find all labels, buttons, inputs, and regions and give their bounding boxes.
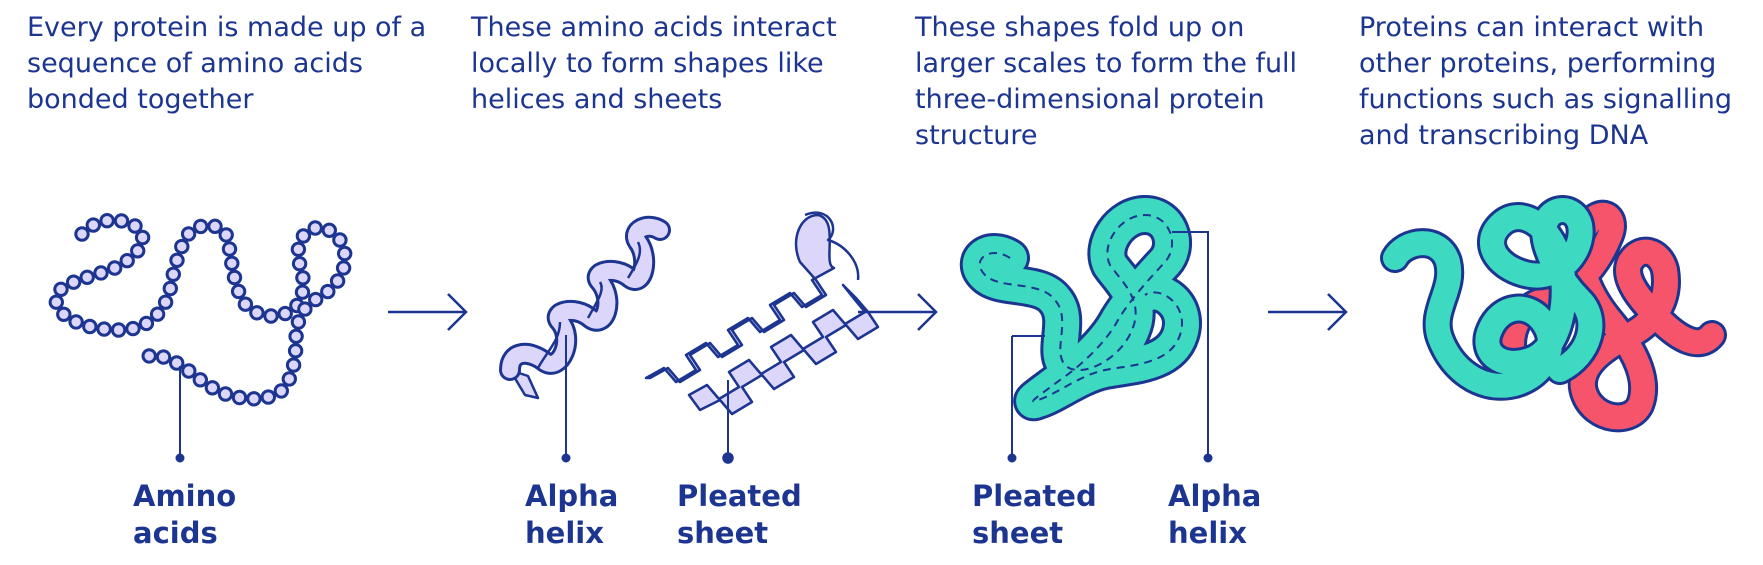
amino-acid-bead (297, 301, 313, 317)
amino-acid-bead (169, 252, 185, 268)
caption-protein-interaction: Proteins can interact with other protein… (1359, 12, 1732, 151)
label-pleated-sheet-folded: Pleated sheet (972, 479, 1097, 550)
amino-acid-bead (207, 218, 223, 235)
amino-acid-bead (308, 291, 324, 308)
amino-acid-bead (119, 253, 135, 269)
alpha-helix-ribbon (499, 215, 671, 463)
amino-acid-bead (217, 386, 234, 402)
amino-acid-bead (56, 306, 72, 322)
amino-acid-bead (218, 227, 234, 243)
amino-acid-bead (130, 243, 146, 259)
amino-acid-bead (53, 281, 69, 297)
arrow-right-icon (858, 293, 938, 331)
amino-acid-bead (291, 256, 308, 272)
amino-acid-bead (249, 305, 265, 321)
amino-acid-bead (169, 355, 185, 371)
amino-acid-bead (93, 265, 109, 281)
amino-acid-bead (134, 229, 151, 246)
amino-acid-bead (320, 283, 336, 300)
amino-acid-bead (329, 273, 346, 289)
amino-acid-bead (110, 322, 127, 338)
caption-local-shapes: These amino acids interact locally to fo… (471, 12, 837, 115)
amino-acid-bead (246, 391, 262, 407)
amino-acid-bead (162, 280, 179, 297)
amino-acid-bead (193, 218, 209, 235)
amino-acid-bead (281, 371, 297, 387)
amino-acid-bead (224, 255, 240, 271)
amino-acid-bead (287, 343, 304, 359)
amino-acid-bead (231, 389, 248, 406)
amino-acid-bead (260, 389, 276, 405)
amino-acid-bead (125, 320, 141, 337)
amino-acid-bead (74, 226, 90, 242)
label-alpha-helix: Alpha helix (525, 479, 619, 550)
amino-acid-bead (79, 269, 95, 285)
amino-acid-bead (321, 222, 337, 239)
amino-acid-bead (290, 314, 307, 330)
amino-acid-bead (138, 315, 155, 332)
amino-acid-bead (290, 241, 307, 258)
amino-acid-bead (332, 232, 348, 248)
amino-acid-bead (237, 296, 254, 312)
amino-acid-bead (85, 217, 102, 233)
amino-acid-bead (113, 213, 130, 229)
label-alpha-helix-folded: Alpha helix (1168, 479, 1262, 550)
amino-acid-bead (96, 321, 112, 337)
caption-3d-structure: These shapes fold up on larger scales to… (915, 12, 1298, 151)
amino-acid-bead (165, 266, 182, 282)
amino-acid-chain (48, 213, 353, 463)
amino-acid-bead (155, 349, 172, 365)
amino-acid-bead (174, 238, 190, 255)
amino-acid-bead (295, 270, 311, 286)
amino-acid-bead (192, 372, 209, 388)
interacting-proteins (1380, 195, 1727, 433)
amino-acid-bead (99, 213, 115, 229)
amino-acid-bead (68, 314, 84, 330)
amino-acid-bead (307, 220, 323, 236)
amino-acid-bead (337, 245, 353, 262)
amino-acid-bead (149, 306, 166, 322)
amino-acid-bead (335, 260, 352, 276)
folded-protein-structure (959, 195, 1213, 463)
label-pleated-sheet: Pleated sheet (677, 479, 802, 550)
pleated-sheet-strands (644, 211, 880, 464)
amino-acid-bead (65, 274, 82, 290)
amino-acid-bead (226, 269, 243, 286)
label-amino-acids: Amino acids (133, 479, 237, 550)
amino-acid-bead (277, 305, 293, 322)
amino-acid-bead (181, 363, 197, 379)
amino-acid-bead (295, 228, 312, 244)
amino-acid-bead (285, 357, 302, 373)
amino-acid-bead (180, 226, 197, 242)
amino-acid-bead (141, 348, 157, 364)
amino-acid-bead (263, 308, 279, 324)
arrow-right-icon (1268, 293, 1348, 331)
amino-acid-bead (230, 283, 247, 300)
caption-amino-acid-sequence: Every protein is made up of a sequence o… (27, 12, 427, 115)
amino-acid-bead (288, 328, 304, 344)
amino-acid-bead (48, 294, 64, 310)
arrow-right-icon (388, 293, 468, 331)
amino-acid-bead (273, 383, 289, 399)
amino-acid-bead (204, 380, 221, 396)
amino-acid-bead (127, 218, 143, 234)
amino-acid-bead (107, 260, 123, 276)
amino-acid-bead (221, 241, 238, 257)
amino-acid-bead (82, 318, 98, 335)
amino-acid-bead (157, 294, 174, 310)
amino-acid-bead (294, 284, 311, 300)
